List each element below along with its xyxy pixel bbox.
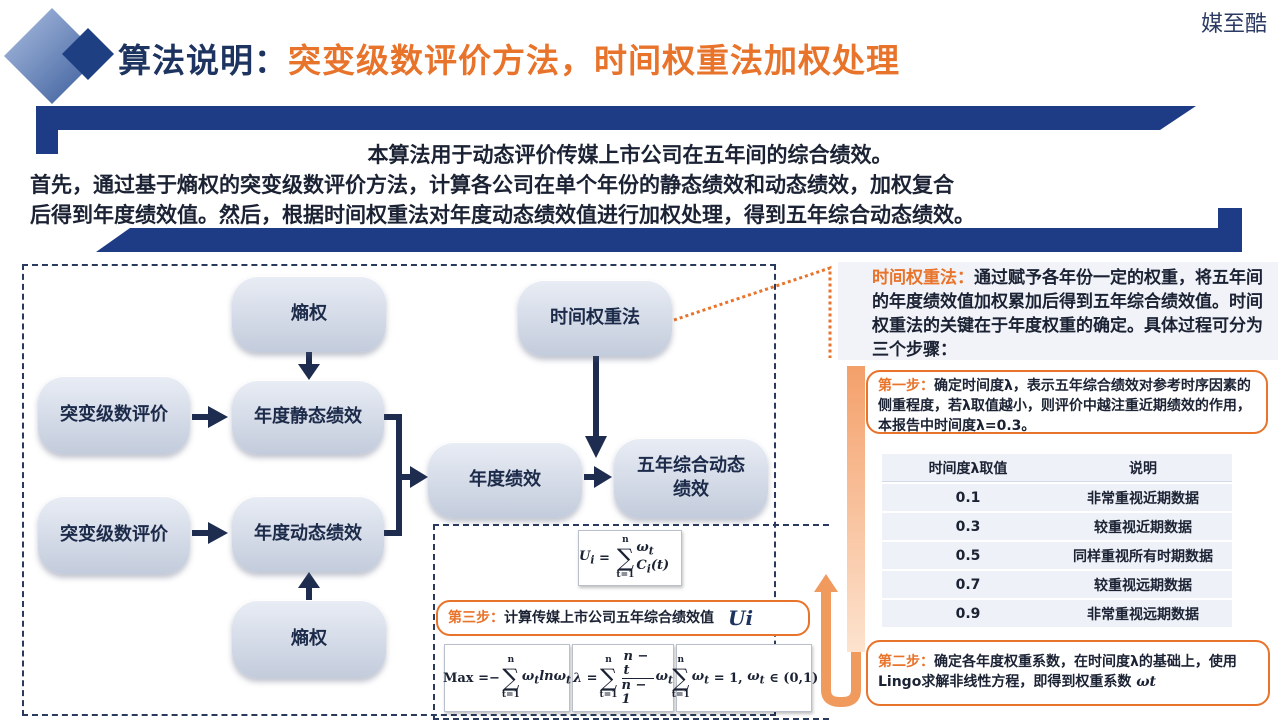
flow-frame (22, 264, 776, 716)
lambda-col-header: 时间度λ取值 (882, 454, 1054, 482)
dynamic-perf-node: 年度动态绩效 (232, 496, 384, 572)
intro-line-2: 首先，通过基于熵权的突变级数评价方法，计算各公司在单个年份的静态绩效和动态绩效，… (30, 173, 954, 197)
five-year-perf-node: 五年综合动态绩效 (614, 438, 768, 518)
page-title: 算法说明：突变级数评价方法，时间权重法加权处理 (118, 41, 900, 80)
intro-line-1: 本算法用于动态评价传媒上市公司在五年间的综合绩效。 (367, 143, 893, 167)
logo-diamonds (4, 8, 114, 104)
mutation-node-top: 突变级数评价 (38, 376, 190, 454)
desc-col-header: 说明 (1054, 454, 1232, 482)
step-1-box: 第一步：确定时间度λ，表示五年综合绩效对参考时序因素的侧重程度，若λ取值越小，则… (866, 370, 1268, 434)
time-weight-description: 时间权重法：通过赋予各年份一定的权重，将五年间的年度绩效值加权累加后得到五年综合… (838, 262, 1278, 360)
time-weight-node: 时间权重法 (518, 280, 672, 356)
entropy-node-top: 熵权 (232, 276, 386, 352)
mutation-node-bottom: 突变级数评价 (38, 496, 190, 574)
intro-paragraph: 本算法用于动态评价传媒上市公司在五年间的综合绩效。 首先，通过基于熵权的突变级数… (30, 140, 1230, 230)
step-2-box: 第二步：确定各年度权重系数，在时间度λ的基础上，使用Lingo求解非线性方程，即… (866, 640, 1270, 706)
bracket-bars (36, 106, 1242, 252)
entropy-node-bottom: 熵权 (232, 600, 386, 678)
intro-line-3: 后得到年度绩效值。然后，根据时间权重法对年度动态绩效值进行加权处理，得到五年综合… (30, 203, 975, 227)
brand-logo-text: 媒至酷 (1200, 12, 1267, 37)
annual-perf-node: 年度绩效 (428, 442, 582, 518)
static-perf-node: 年度静态绩效 (232, 380, 384, 454)
